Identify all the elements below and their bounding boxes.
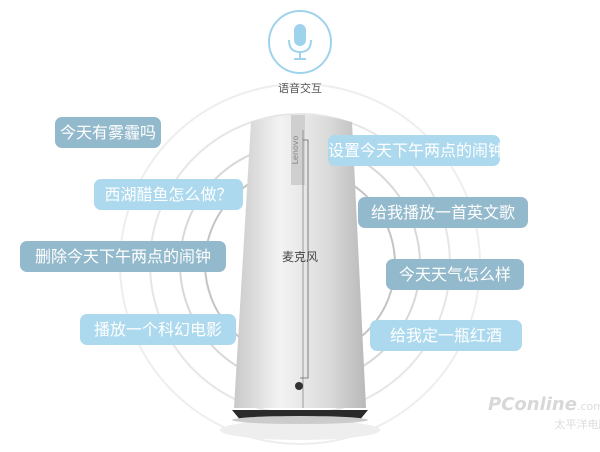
voice-command-bubble: 播放一个科幻电影 <box>80 314 236 345</box>
voice-interaction-button <box>268 10 332 74</box>
voice-command-bubble: 给我定一瓶红酒 <box>370 320 522 351</box>
watermark-domain: .com.cn <box>576 400 600 413</box>
watermark-text: PConline <box>488 394 577 415</box>
watermark-logo: PConline.com.cn 太平洋电脑网 <box>488 396 600 434</box>
voice-command-bubble: 今天天气怎么样 <box>386 259 524 290</box>
voice-command-bubble: 删除今天下午两点的闹钟 <box>20 241 226 272</box>
brand-logo: Lenovo <box>291 135 300 164</box>
voice-interaction-label: 语音交互 <box>278 82 322 95</box>
watermark-subtitle: 太平洋电脑网 <box>554 418 600 431</box>
microphone-callout-label: 麦克风 <box>282 250 319 264</box>
microphone-icon <box>288 24 312 60</box>
voice-command-bubble: 西湖醋鱼怎么做？ <box>94 179 243 210</box>
voice-command-bubble: 设置今天下午两点的闹钟 <box>328 135 504 166</box>
voice-command-bubble: 今天有雾霾吗 <box>55 117 161 148</box>
voice-command-bubble: 给我播放一首英文歌 <box>358 197 528 228</box>
